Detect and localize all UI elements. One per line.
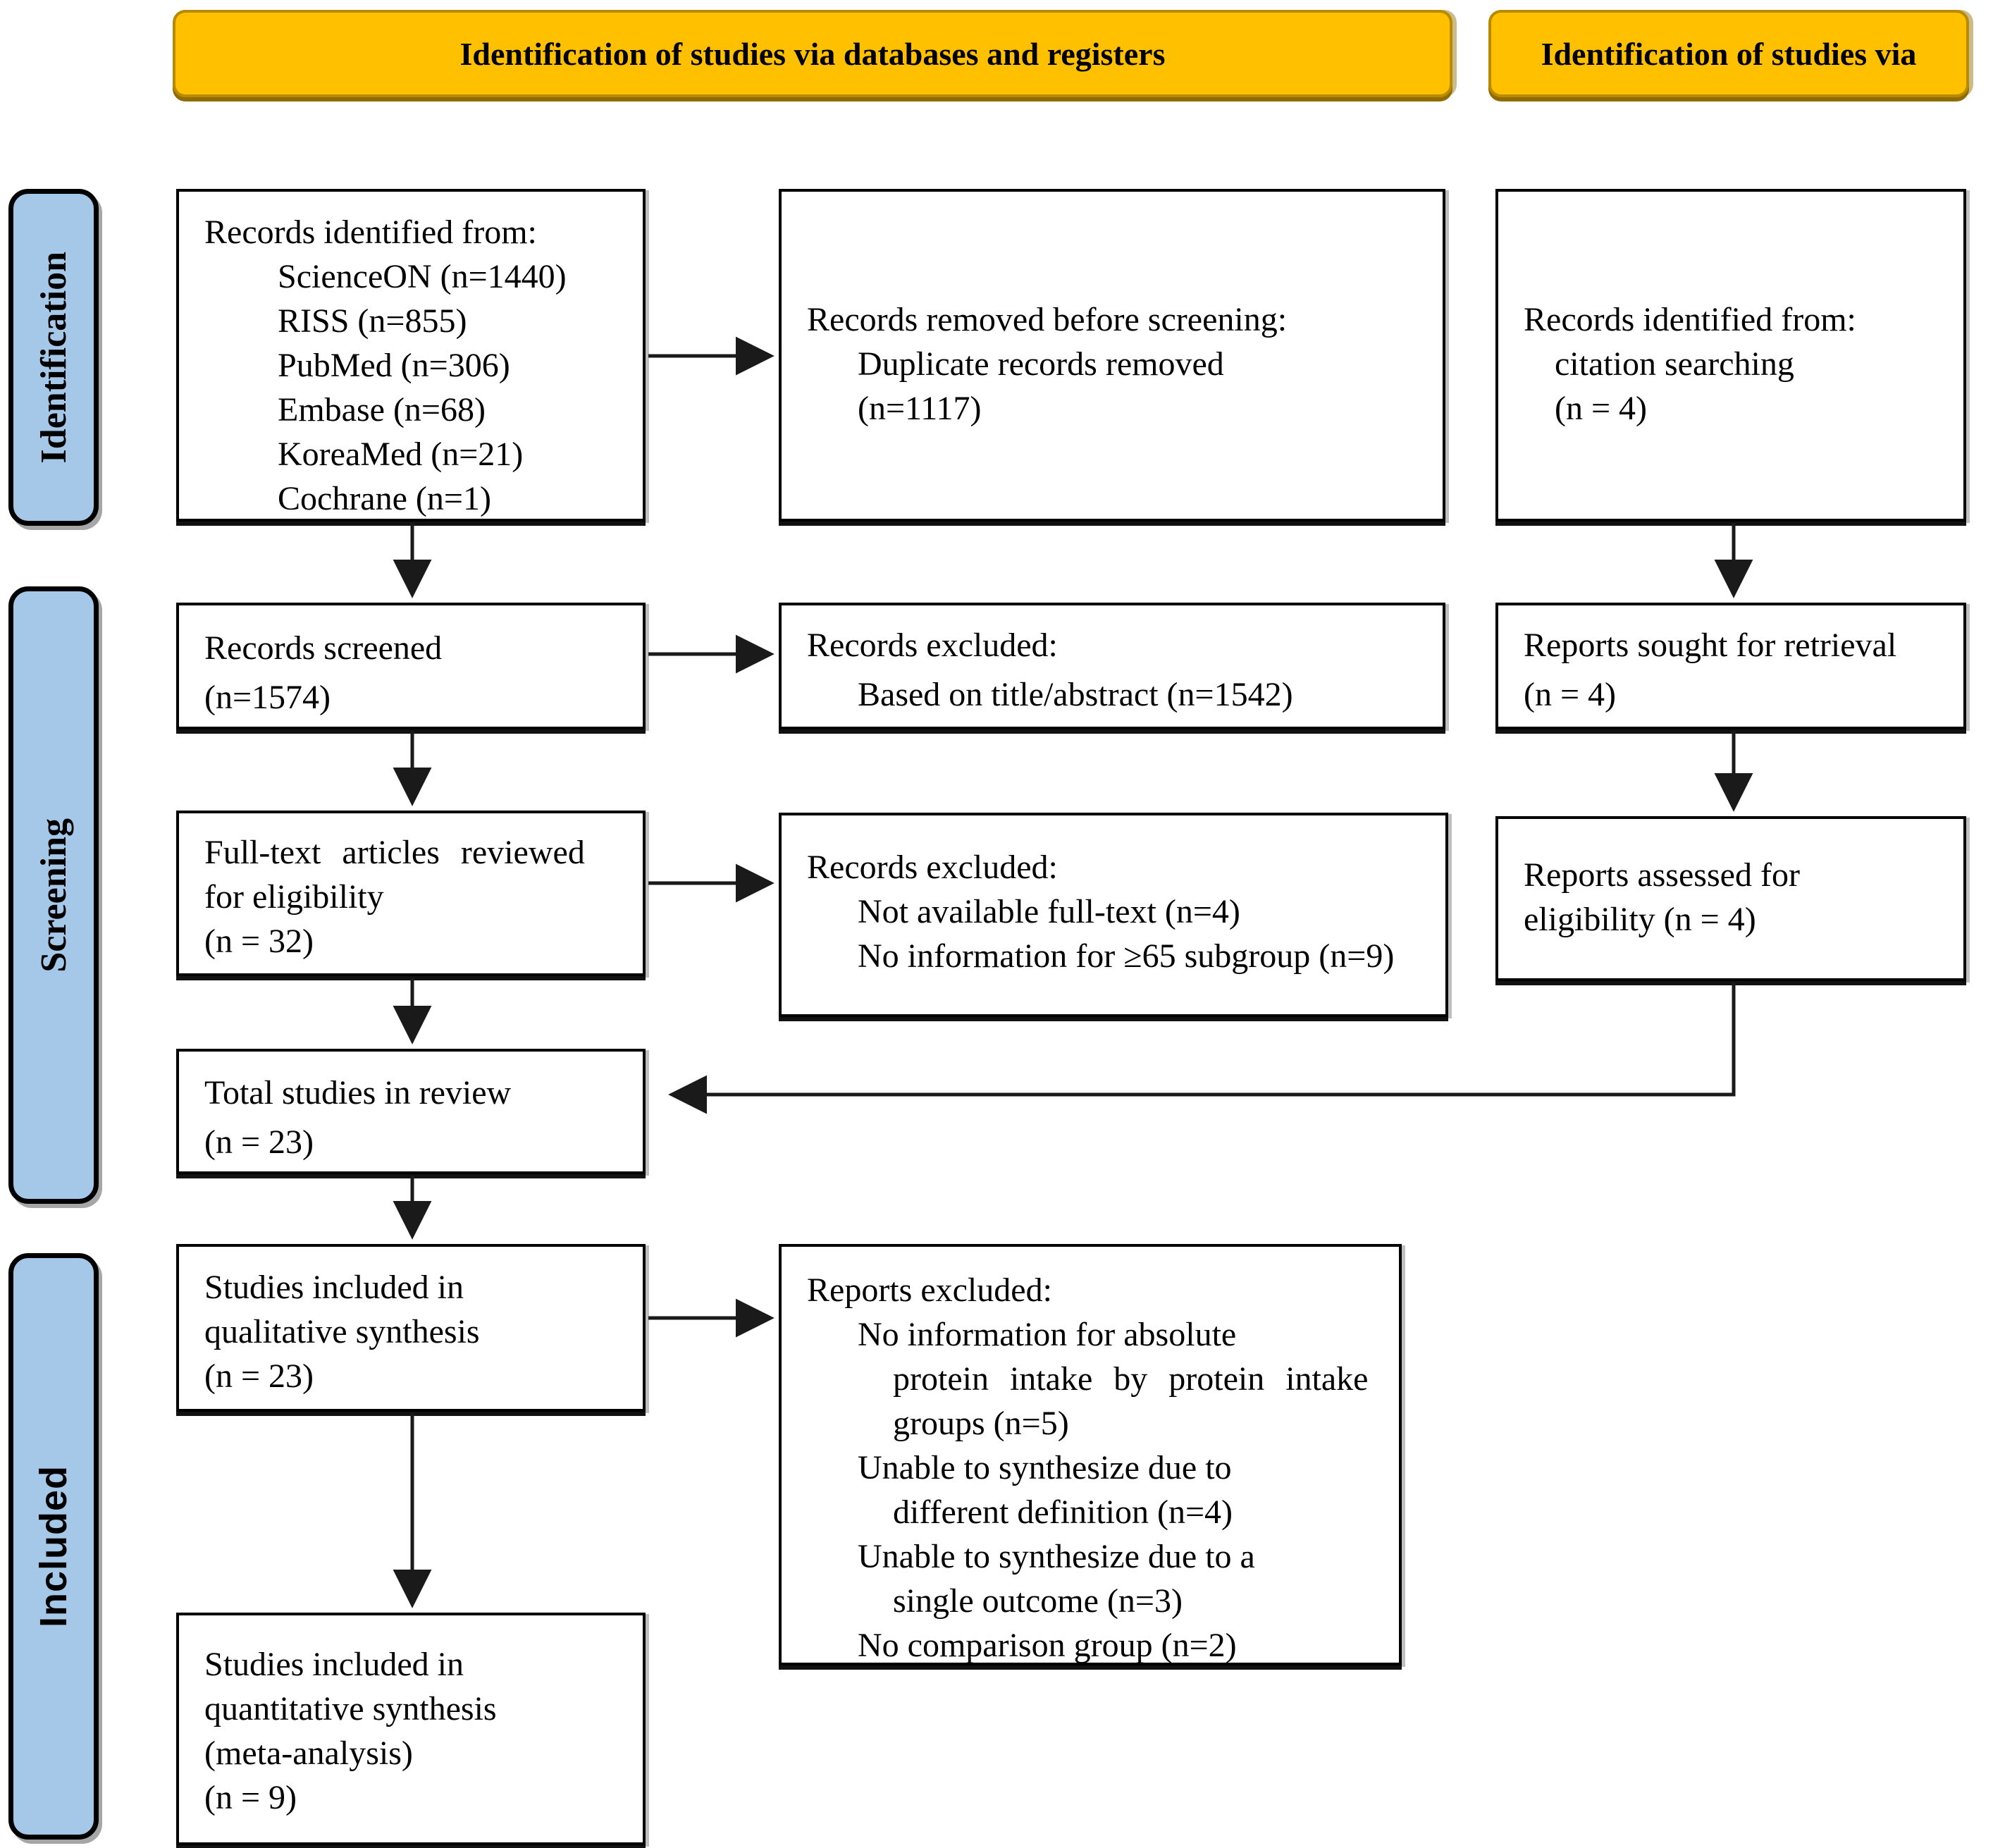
- total-studies-count: (n = 23): [204, 1123, 314, 1161]
- box-reports-sought: Reports sought for retrieval (n = 4): [1495, 603, 1966, 729]
- records-screened-count: (n=1574): [204, 679, 331, 716]
- qualitative-text: Studies included in: [204, 1269, 464, 1306]
- citation-identified-count: (n = 4): [1555, 390, 1648, 427]
- box-citation-identified: Records identified from: citation search…: [1495, 189, 1966, 522]
- reports-excluded-reason: different definition (n=4): [893, 1493, 1233, 1531]
- qualitative-text2: qualitative synthesis: [204, 1313, 480, 1350]
- fulltext-reviewed-text: Full-text articles reviewed: [204, 834, 585, 871]
- stage-label-included: Included: [8, 1253, 99, 1840]
- stage-label-identification-text: Identification: [33, 251, 74, 464]
- records-removed-title: Records removed before screening:: [807, 301, 1288, 338]
- records-identified-source: ScienceON (n=1440): [278, 258, 567, 295]
- quantitative-text: Studies included in: [204, 1646, 464, 1683]
- reports-excluded-reason: Unable to synthesize due to a: [858, 1538, 1255, 1575]
- reports-assessed-text: Reports assessed for: [1524, 856, 1800, 894]
- records-excluded-fulltext-reason: No information for ≥65 subgroup (n=9): [858, 937, 1395, 975]
- box-reports-excluded: Reports excluded: No information for abs…: [779, 1244, 1402, 1665]
- box-records-removed: Records removed before screening: Duplic…: [779, 189, 1445, 522]
- records-removed-reason: Duplicate records removed: [858, 345, 1224, 383]
- reports-excluded-reason: No information for absolute: [858, 1316, 1237, 1353]
- stage-label-identification: Identification: [8, 189, 99, 526]
- records-identified-source: KoreaMed (n=21): [278, 436, 524, 473]
- reports-excluded-reason: groups (n=5): [893, 1405, 1069, 1442]
- box-total-studies: Total studies in review (n = 23): [176, 1049, 646, 1174]
- records-identified-source: Embase (n=68): [278, 391, 486, 429]
- records-removed-count: (n=1117): [858, 390, 982, 427]
- records-identified-source: RISS (n=855): [278, 302, 467, 340]
- records-identified-source: PubMed (n=306): [278, 347, 510, 384]
- citation-identified-source: citation searching: [1555, 345, 1794, 383]
- reports-excluded-reason: protein intake by protein intake: [893, 1360, 1369, 1398]
- fulltext-reviewed-count: (n = 32): [204, 923, 314, 960]
- reports-assessed-count: eligibility (n = 4): [1524, 901, 1756, 938]
- banner-databases-registers: Identification of studies via databases …: [173, 10, 1452, 97]
- citation-identified-title: Records identified from:: [1524, 301, 1856, 338]
- qualitative-count: (n = 23): [204, 1357, 314, 1395]
- stage-label-screening-text: Screening: [33, 818, 74, 973]
- quantitative-text3: (meta-analysis): [204, 1735, 413, 1772]
- reports-excluded-title: Reports excluded:: [807, 1271, 1052, 1309]
- box-records-excluded-title-abstract: Records excluded: Based on title/abstrac…: [779, 603, 1445, 729]
- records-identified-title: Records identified from:: [204, 214, 537, 251]
- box-reports-assessed: Reports assessed for eligibility (n = 4): [1495, 816, 1966, 981]
- quantitative-count: (n = 9): [204, 1779, 297, 1816]
- reports-sought-text: Reports sought for retrieval: [1524, 627, 1897, 664]
- box-records-screened: Records screened (n=1574): [176, 603, 646, 729]
- fulltext-reviewed-text2: for eligibility: [204, 878, 384, 916]
- box-fulltext-reviewed: Full-text articles reviewed for eligibil…: [176, 811, 646, 976]
- box-records-identified: Records identified from: ScienceON (n=14…: [176, 189, 646, 522]
- reports-sought-count: (n = 4): [1524, 676, 1617, 713]
- records-screened-text: Records screened: [204, 629, 443, 667]
- reports-excluded-reason: No comparison group (n=2): [858, 1627, 1237, 1664]
- records-excluded-reason: Based on title/abstract (n=1542): [858, 676, 1293, 713]
- records-identified-source: Cochrane (n=1): [278, 480, 491, 517]
- total-studies-text: Total studies in review: [204, 1074, 512, 1111]
- banner-other-methods: Identification of studies via: [1488, 10, 1969, 97]
- box-qualitative-synthesis: Studies included in qualitative synthesi…: [176, 1244, 646, 1412]
- reports-excluded-reason: Unable to synthesize due to: [858, 1449, 1232, 1486]
- stage-label-screening: Screening: [8, 586, 99, 1204]
- quantitative-text2: quantitative synthesis: [204, 1690, 497, 1727]
- box-quantitative-synthesis: Studies included in quantitative synthes…: [176, 1613, 646, 1845]
- box-records-excluded-fulltext: Records excluded: Not available full-tex…: [779, 813, 1448, 1017]
- reports-excluded-reason: single outcome (n=3): [893, 1582, 1183, 1620]
- records-excluded-fulltext-reason: Not available full-text (n=4): [858, 893, 1240, 930]
- records-excluded-title: Records excluded:: [807, 627, 1058, 664]
- stage-label-included-text: Included: [32, 1465, 75, 1627]
- records-excluded-fulltext-title: Records excluded:: [807, 849, 1058, 886]
